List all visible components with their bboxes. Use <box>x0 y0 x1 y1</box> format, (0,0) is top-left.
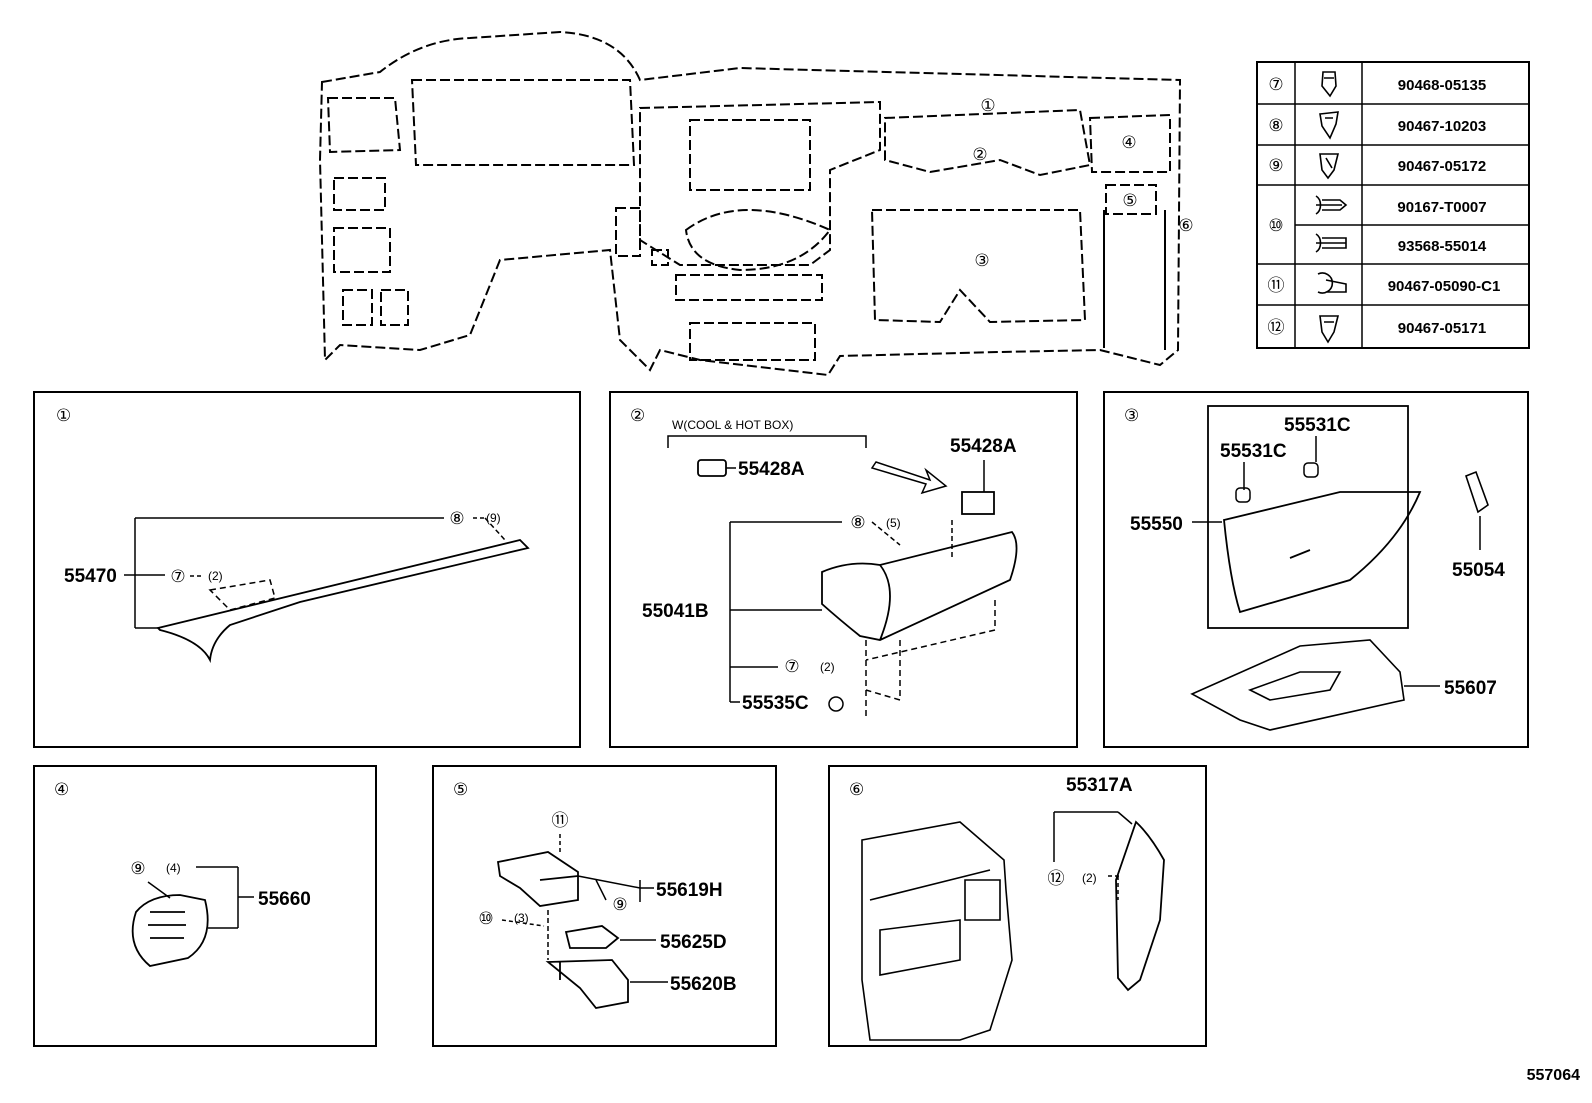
table-part-90468-05135: 90468-05135 <box>1398 77 1486 94</box>
overview-callout-3: ③ <box>974 251 989 270</box>
label-55531C-left: 55531C <box>1220 441 1287 462</box>
label-55041B: 55041B <box>642 601 709 622</box>
overview-solid-lines <box>1103 210 1166 350</box>
table-part-90167-T0007: 90167-T0007 <box>1397 199 1486 216</box>
clip-7-icon <box>1321 71 1337 98</box>
callout-8: ⑧ <box>449 509 464 529</box>
panel-2: ② W(COOL & HOT BOX) 55428A 55428A 55041B… <box>609 391 1078 748</box>
overview-callout-1: ① <box>980 96 995 115</box>
label-55619H: 55619H <box>656 880 723 901</box>
arrow-icon <box>870 461 948 495</box>
table-ref-10: ⑩ <box>1268 216 1283 235</box>
overview-callout-2: ② <box>972 145 987 164</box>
overview-callout-5: ⑤ <box>1122 191 1137 210</box>
panel-6: ⑥ 55317A ⑫ (2) <box>828 765 1207 1047</box>
part-55054-shape <box>1465 470 1489 514</box>
option-label: W(COOL & HOT BOX) <box>672 418 793 432</box>
callout-12: ⑫ <box>1048 869 1065 889</box>
screw-10a-icon <box>1315 195 1348 215</box>
part-55531C-clip-shape <box>1303 462 1319 478</box>
callout-8: ⑧ <box>850 513 865 533</box>
fastener-table: ⑦ ⑧ ⑨ ⑩ ⑪ ⑫ 90468-05135 90467-10203 9046… <box>1256 61 1530 349</box>
label-55428A-left: 55428A <box>738 459 805 480</box>
qty-10: (3) <box>514 911 529 925</box>
panel-6-id: ⑥ <box>849 780 864 800</box>
part-55619H-shape <box>496 851 579 907</box>
clip-12-icon <box>1319 315 1340 344</box>
label-55470: 55470 <box>64 566 117 587</box>
panel-4-id: ④ <box>54 780 69 800</box>
table-part-90467-05171: 90467-05171 <box>1398 320 1486 337</box>
label-55620B: 55620B <box>670 974 737 995</box>
clip-8-icon <box>1319 111 1339 140</box>
part-55041B-shape <box>821 530 1018 641</box>
panel-4: ④ ⑨ (4) 55660 <box>33 765 377 1047</box>
panel-5: ⑤ ⑪ ⑨ 55619H ⑩ (3) 55625D 55620B <box>432 765 777 1047</box>
label-55428A-right: 55428A <box>950 436 1017 457</box>
overview-callout-6: ⑥ <box>1178 216 1193 235</box>
table-ref-8: ⑧ <box>1268 116 1283 135</box>
part-55531C-clip-shape-2 <box>1235 487 1251 503</box>
panel-3-id: ③ <box>1124 406 1139 426</box>
table-ref-7: ⑦ <box>1268 75 1283 94</box>
callout-10: ⑩ <box>478 909 493 929</box>
dashboard-overview <box>318 30 1182 377</box>
part-55317A-shape <box>1115 820 1165 992</box>
callout-9: ⑨ <box>130 859 145 879</box>
overview-callout-4: ④ <box>1121 133 1136 152</box>
label-55625D: 55625D <box>660 932 727 953</box>
part-55550-shape <box>1223 491 1422 614</box>
diagram-code: 557064 <box>1526 1067 1580 1084</box>
panel-5-id: ⑤ <box>453 780 468 800</box>
table-ref-11: ⑪ <box>1268 276 1285 295</box>
dashboard-lower-section-shape <box>861 821 1013 1041</box>
part-55428A-small-shape <box>697 459 727 477</box>
callout-7: ⑦ <box>784 657 799 677</box>
qty-7: (2) <box>820 660 835 674</box>
table-part-93568-55014: 93568-55014 <box>1398 238 1487 255</box>
part-55660-vent-shape <box>131 894 209 967</box>
panel-1: ① 55470 ⑧ (9) ⑦ (2) <box>33 391 581 748</box>
table-part-90467-10203: 90467-10203 <box>1398 118 1486 135</box>
callout-11: ⑪ <box>552 811 569 831</box>
table-ref-12: ⑫ <box>1268 318 1285 337</box>
label-55317A: 55317A <box>1066 775 1133 796</box>
qty-12: (2) <box>1082 871 1097 885</box>
panel-2-id: ② <box>630 406 645 426</box>
qty-9: (4) <box>166 861 181 875</box>
qty-7: (2) <box>208 569 223 583</box>
label-55535C: 55535C <box>742 693 809 714</box>
label-55054: 55054 <box>1452 560 1505 581</box>
screw-10b-icon <box>1315 233 1347 253</box>
label-55550: 55550 <box>1130 514 1183 535</box>
label-55660: 55660 <box>258 889 311 910</box>
part-55620B-shape <box>545 959 629 1009</box>
callout-9: ⑨ <box>612 895 627 915</box>
overview-callouts: ① ② ③ ④ ⑤ ⑥ <box>972 96 1193 270</box>
clip-9-icon <box>1319 153 1340 180</box>
panel-3: ③ 55531C 55531C 55550 55054 55607 <box>1103 391 1529 748</box>
callout-7: ⑦ <box>170 567 185 587</box>
part-55470-shape <box>156 539 530 664</box>
part-55625D-shape <box>564 925 620 949</box>
qty-8: (9) <box>486 511 501 525</box>
table-ref-9: ⑨ <box>1268 156 1283 175</box>
qty-8: (5) <box>886 516 901 530</box>
panel-1-id: ① <box>56 406 71 426</box>
part-55428A-pad-shape <box>961 491 995 515</box>
part-55607-shape <box>1190 639 1405 731</box>
label-55531C-top: 55531C <box>1284 415 1351 436</box>
part-55535C-shape <box>828 696 844 712</box>
table-part-90467-05090-C1: 90467-05090-C1 <box>1388 278 1501 295</box>
table-part-90467-05172: 90467-05172 <box>1398 158 1486 175</box>
rivet-11-icon <box>1317 272 1347 294</box>
label-55607: 55607 <box>1444 678 1497 699</box>
